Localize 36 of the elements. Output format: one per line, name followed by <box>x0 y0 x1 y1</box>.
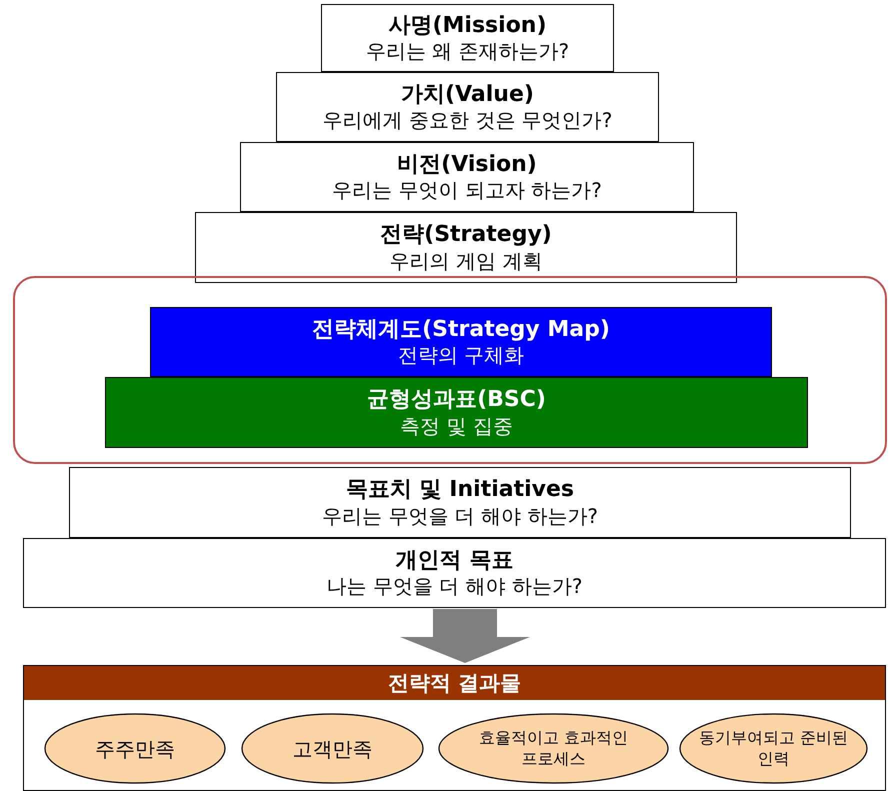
panel-header: 전략적 결과물 <box>388 670 522 696</box>
outcome-ellipse <box>44 713 226 784</box>
box-title: 균형성과표(BSC) <box>367 386 546 414</box>
outcome-ellipse <box>438 713 669 784</box>
pyramid-box <box>69 467 851 538</box>
ellipse-label: 동기부여되고 준비된 인력 <box>698 728 850 770</box>
box-subtitle: 우리는 왜 존재하는가? <box>366 39 570 64</box>
box-title: 가치(Value) <box>401 80 534 108</box>
box-title: 전략(Strategy) <box>380 221 552 249</box>
pyramid-box <box>240 142 694 212</box>
box-subtitle: 우리에게 중요한 것은 무엇인가? <box>322 108 612 134</box>
pyramid-box <box>276 72 659 142</box>
box-title: 전략체계도(Strategy Map) <box>312 316 610 344</box>
pyramid-box <box>150 307 772 377</box>
group-frame <box>13 276 887 464</box>
ellipse-label: 효율적이고 효과적인 프로세스 <box>478 728 630 770</box>
box-subtitle: 우리는 무엇이 되고자 하는가? <box>332 178 602 204</box>
box-subtitle: 전략의 구체화 <box>398 343 524 368</box>
pyramid-box <box>23 538 886 608</box>
pyramid-box <box>321 4 614 72</box>
outcome-ellipse <box>679 713 868 784</box>
box-title: 개인적 목표 <box>396 546 514 574</box>
pyramid-box <box>105 377 808 448</box>
box-subtitle: 측정 및 집중 <box>400 414 513 439</box>
box-title: 비전(Vision) <box>397 150 537 178</box>
ellipse-label: 주주만족 <box>95 736 175 762</box>
box-subtitle: 우리의 게임 계획 <box>390 248 542 274</box>
box-subtitle: 나는 무엇을 더 해야 하는가? <box>326 574 583 600</box>
outcome-ellipse <box>241 713 424 784</box>
outcome-panel <box>23 665 886 791</box>
pyramid-box <box>195 212 737 283</box>
box-title: 사명(Mission) <box>388 12 547 40</box>
ellipse-label: 고객만족 <box>292 736 372 762</box>
box-title: 목표치 및 Initiatives <box>346 476 574 504</box>
arrow <box>400 609 530 663</box>
box-subtitle: 우리는 무엇을 더 해야 하는가? <box>322 504 598 529</box>
